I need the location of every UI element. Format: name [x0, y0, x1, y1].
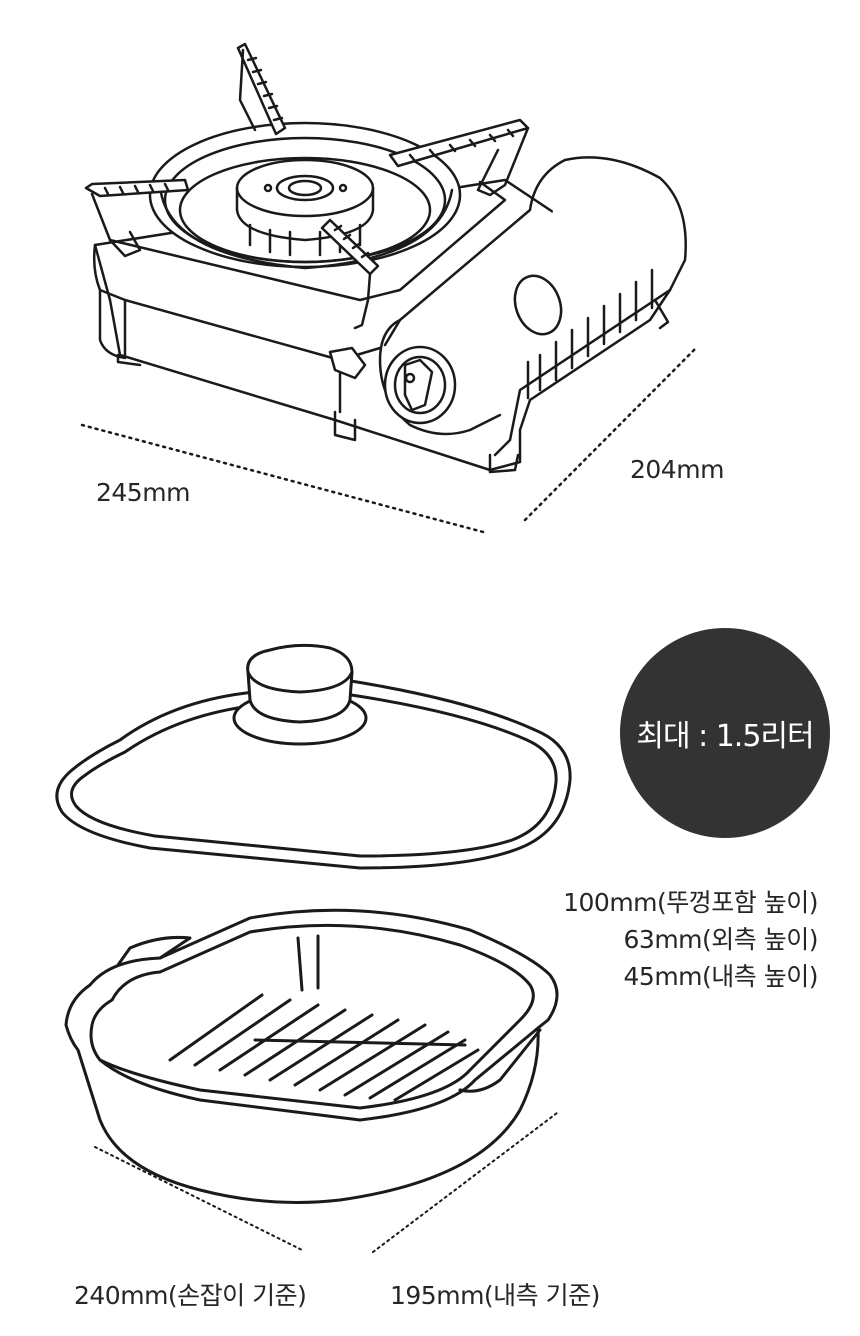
pan-lid-illustration [55, 643, 572, 870]
pan-width-line [94, 1146, 303, 1251]
stove-dimension-lines [80, 346, 698, 535]
pan-width-label: 240mm(손잡이 기준) [74, 1281, 307, 1310]
stove-width-line [80, 423, 489, 535]
pan-depth-label: 195mm(내측 기준) [390, 1281, 600, 1310]
stove-depth-label: 204mm [630, 455, 724, 484]
grill-pan-illustration [64, 908, 559, 1204]
stove-width-label: 245mm [96, 478, 190, 507]
height-outer: 63mm(외측 높이) [623, 925, 819, 954]
pan-dimension-lines [94, 1112, 558, 1253]
height-with-lid: 100mm(뚜껑포함 높이) [563, 888, 818, 917]
pan-depth-line [372, 1112, 558, 1253]
stove-depth-line [523, 346, 698, 522]
height-inner: 45mm(내측 높이) [623, 962, 819, 991]
capacity-badge: 최대 : 1.5리터 [620, 628, 830, 838]
portable-gas-stove-illustration [84, 42, 687, 474]
capacity-badge-text: 최대 : 1.5리터 [636, 719, 814, 754]
pan-height-list: 100mm(뚜껑포함 높이) 63mm(외측 높이) 45mm(내측 높이) [563, 884, 818, 995]
